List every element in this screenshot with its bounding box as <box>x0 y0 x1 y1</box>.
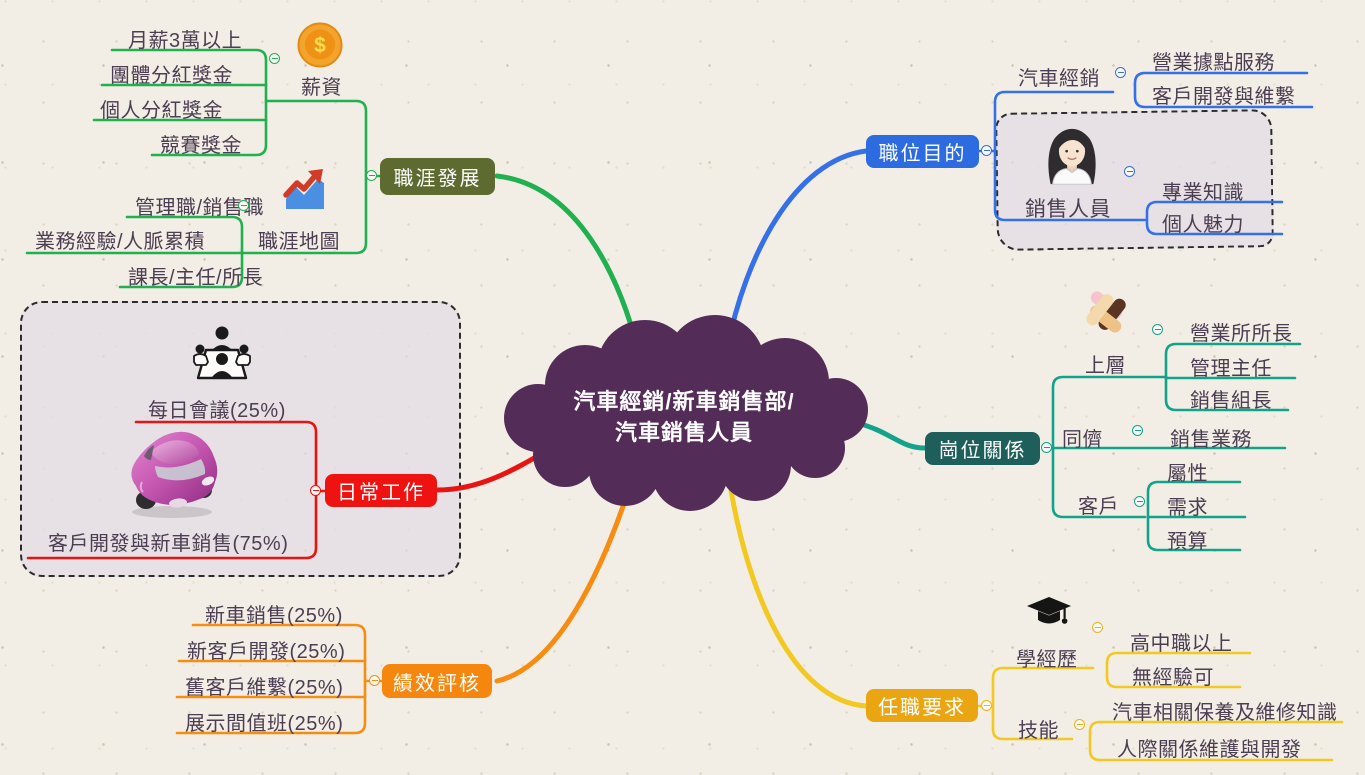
leaf-dealership-item[interactable]: 客戶開發與維繫 <box>1152 86 1296 108</box>
leaf-salesperson-item[interactable]: 個人魅力 <box>1162 214 1244 236</box>
saleswoman-icon <box>1040 124 1104 190</box>
collapse-toggle[interactable] <box>310 485 321 496</box>
collapse-toggle[interactable] <box>1115 67 1126 78</box>
central-topic[interactable]: 汽車經銷/新車銷售部/ 汽車銷售人員 <box>503 386 865 448</box>
collapse-toggle[interactable] <box>1074 719 1085 730</box>
node-car-dealership[interactable]: 汽車經銷 <box>1018 68 1100 90</box>
node-skills[interactable]: 技能 <box>1018 720 1059 742</box>
node-career-map[interactable]: 職涯地圖 <box>258 231 340 253</box>
svg-text:$: $ <box>314 34 326 57</box>
branch-box-daily-work[interactable]: 日常工作 <box>325 474 437 507</box>
pink-car-illustration <box>118 424 226 520</box>
node-customers[interactable]: 客戶 <box>1078 496 1119 518</box>
leaf-salesperson-item[interactable]: 專業知識 <box>1162 182 1244 204</box>
leaf-peers-item[interactable]: 銷售業務 <box>1170 429 1252 451</box>
leaf-education-item[interactable]: 無經驗可 <box>1132 667 1214 689</box>
branch-box-career-development[interactable]: 職涯發展 <box>380 158 495 195</box>
collapse-toggle[interactable] <box>1152 324 1163 335</box>
collapse-toggle[interactable] <box>238 200 249 211</box>
graduation-cap-icon <box>1026 594 1072 630</box>
collapse-toggle[interactable] <box>1041 442 1052 453</box>
collapse-toggle[interactable] <box>366 170 377 181</box>
leaf-daily-work-item[interactable]: 客戶開發與新車銷售(75%) <box>48 533 289 555</box>
leaf-performance-item[interactable]: 展示間值班(25%) <box>185 713 344 735</box>
leaf-upper-level-item[interactable]: 管理主任 <box>1190 358 1272 380</box>
leaf-upper-level-item[interactable]: 營業所所長 <box>1190 323 1293 345</box>
collapse-toggle[interactable] <box>981 145 992 156</box>
coin-icon: $ <box>297 22 343 68</box>
purpose-elbow-lines <box>977 71 1314 236</box>
node-education[interactable]: 學經歷 <box>1016 649 1078 671</box>
leaf-salary-item[interactable]: 個人分紅獎金 <box>100 100 223 122</box>
leaf-salary-item[interactable]: 競賽獎金 <box>160 135 242 157</box>
leaf-career-map-item[interactable]: 課長/主任/所長 <box>128 267 264 289</box>
performance-elbow-lines <box>175 623 384 735</box>
collapse-toggle[interactable] <box>981 700 992 711</box>
teamwork-hands-icon <box>1077 284 1135 340</box>
relations-elbow-lines <box>1045 342 1302 552</box>
collapse-toggle[interactable] <box>1092 622 1103 633</box>
collapse-toggle[interactable] <box>369 675 380 686</box>
central-topic-line1: 汽車經銷/新車銷售部/ <box>573 389 795 414</box>
branch-box-position-relations[interactable]: 崗位關係 <box>925 432 1040 465</box>
leaf-customers-item[interactable]: 需求 <box>1167 497 1208 519</box>
leaf-education-item[interactable]: 高中職以上 <box>1130 633 1233 655</box>
branch-box-performance-review[interactable]: 績效評核 <box>382 664 492 698</box>
collapse-toggle[interactable] <box>1124 166 1135 177</box>
branch-box-position-purpose[interactable]: 職位目的 <box>866 135 979 168</box>
leaf-performance-item[interactable]: 新客戶開發(25%) <box>187 641 346 663</box>
leaf-career-map-item[interactable]: 管理職/銷售職 <box>135 197 265 219</box>
requirements-branch-curve <box>728 487 869 709</box>
leaf-upper-level-item[interactable]: 銷售組長 <box>1190 390 1272 412</box>
leaf-career-map-item[interactable]: 業務經驗/人脈累積 <box>35 231 206 253</box>
node-upper-level[interactable]: 上層 <box>1085 355 1126 377</box>
central-topic-line2: 汽車銷售人員 <box>614 420 753 445</box>
leaf-performance-item[interactable]: 新車銷售(25%) <box>205 605 343 627</box>
node-peers[interactable]: 同儕 <box>1062 429 1103 451</box>
collapse-toggle[interactable] <box>1132 425 1143 436</box>
growth-chart-icon <box>281 167 329 213</box>
leaf-customers-item[interactable]: 預算 <box>1167 531 1208 553</box>
central-cloud-shape <box>504 315 868 511</box>
relations-branch-curve <box>854 420 928 451</box>
leaf-skills-item[interactable]: 人際關係維護與開發 <box>1117 739 1302 761</box>
leaf-daily-work-item[interactable]: 每日會議(25%) <box>148 400 286 422</box>
purpose-branch-curve <box>724 148 869 353</box>
leaf-dealership-item[interactable]: 營業據點服務 <box>1152 52 1275 74</box>
leaf-customers-item[interactable]: 屬性 <box>1167 463 1208 485</box>
leaf-salary-item[interactable]: 團體分紅獎金 <box>110 65 233 87</box>
collapse-toggle[interactable] <box>269 53 280 64</box>
node-salary[interactable]: 薪資 <box>301 77 342 99</box>
collapse-toggle[interactable] <box>1134 496 1145 507</box>
leaf-salary-item[interactable]: 月薪3萬以上 <box>128 30 243 52</box>
node-salesperson[interactable]: 銷售人員 <box>1025 198 1111 221</box>
branch-box-job-requirements[interactable]: 任職要求 <box>866 689 978 722</box>
leaf-performance-item[interactable]: 舊客戶維繫(25%) <box>185 677 344 699</box>
meeting-icon <box>193 324 251 384</box>
leaf-skills-item[interactable]: 汽車相關保養及維修知識 <box>1112 702 1338 724</box>
performance-branch-curve <box>494 486 632 684</box>
